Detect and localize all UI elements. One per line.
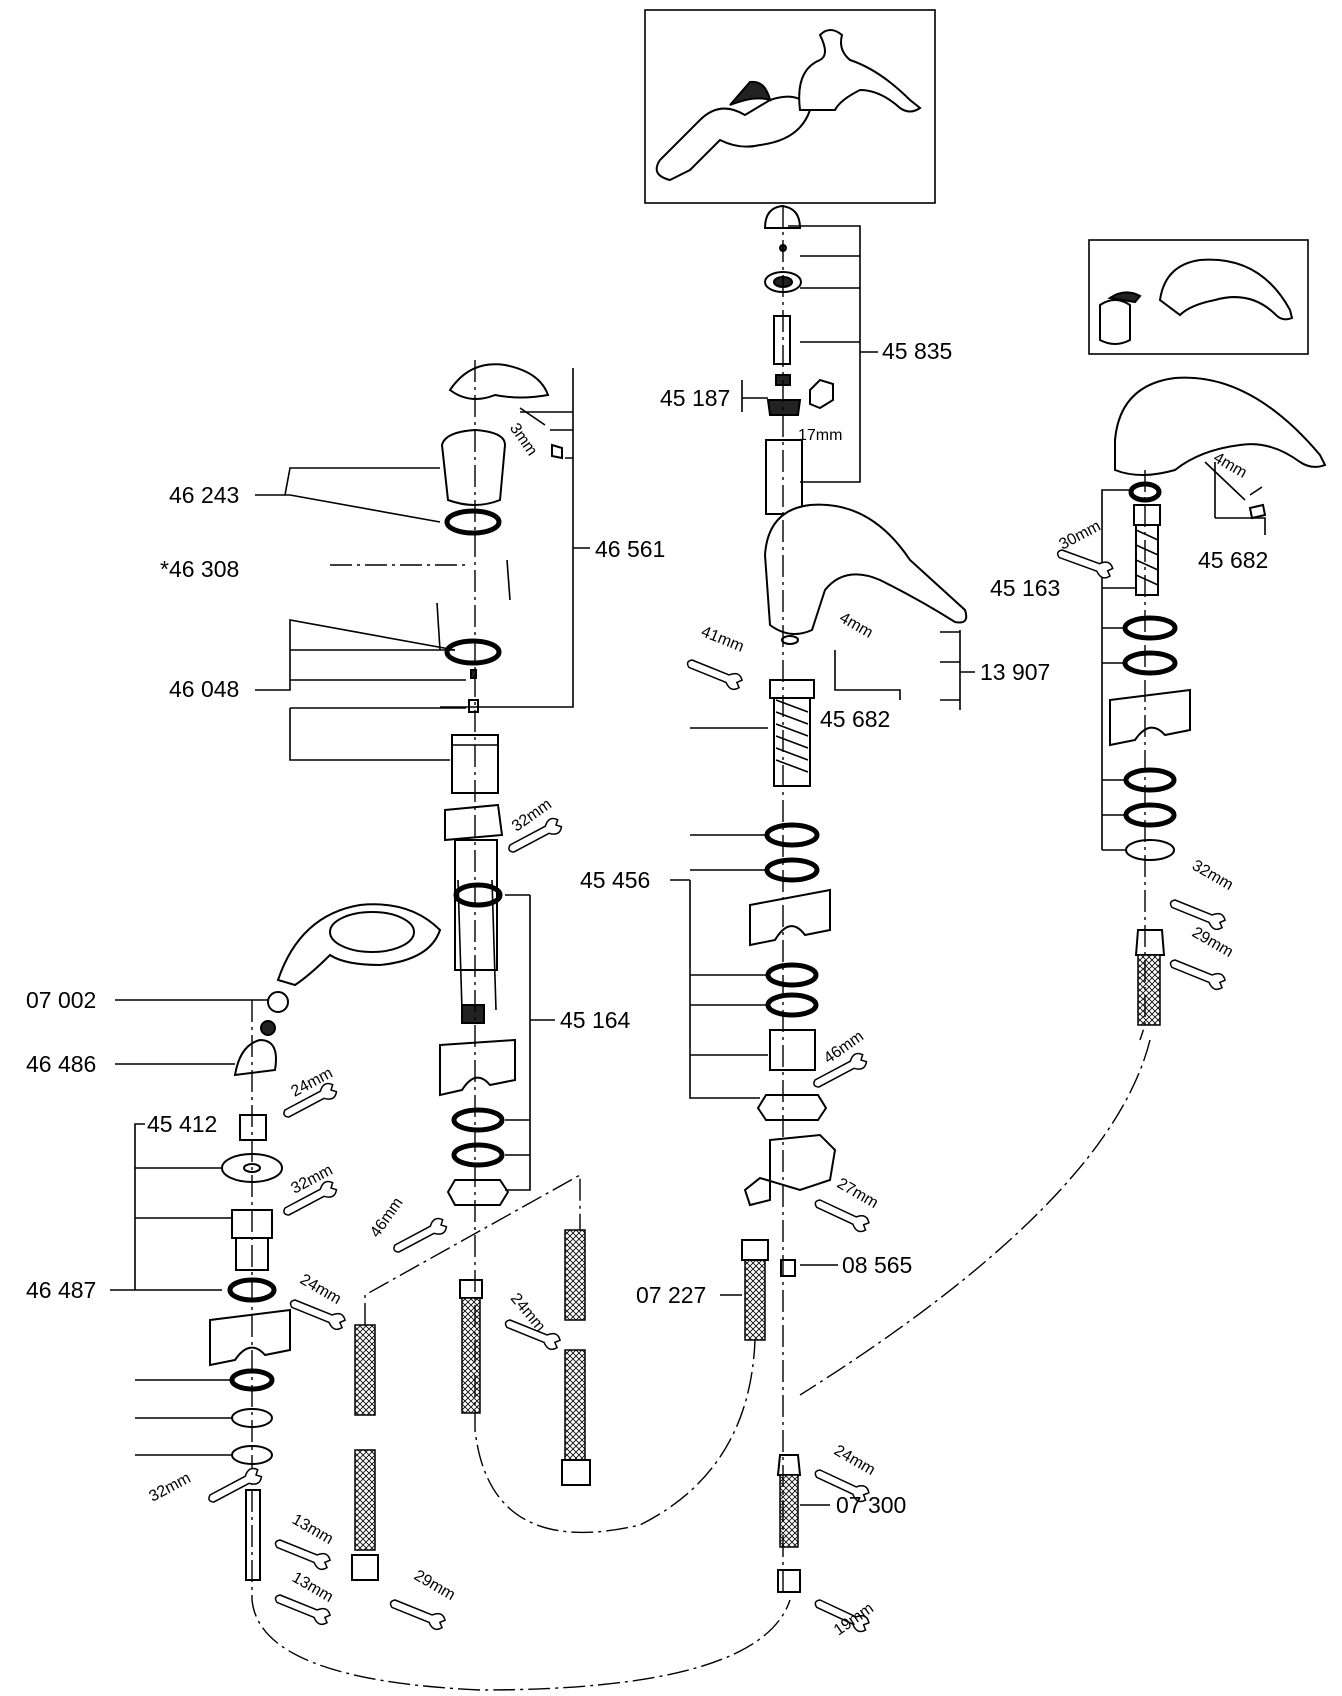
part-label-45682-right: 45 682 [1198, 547, 1269, 573]
part-label-07227: 07 227 [636, 1282, 707, 1308]
faucet-inset-icon [644, 9, 936, 204]
part-label-45835: 45 835 [882, 338, 953, 364]
part-label-13907: 13 907 [980, 659, 1051, 685]
mixer-lever-assembly [436, 363, 563, 1414]
assembly-centre-lines [251, 205, 1151, 1691]
wrench-size-17mm: 17mm [798, 427, 843, 444]
part-label-46243: 46 243 [169, 482, 240, 508]
part-label-46487: 46 487 [26, 1277, 97, 1303]
part-label-46486: 46 486 [26, 1051, 97, 1077]
hand-shower-assembly [209, 903, 442, 1581]
leader-lines [110, 225, 1266, 1506]
part-label-45164: 45 164 [560, 1007, 631, 1033]
part-label-45163: 45 163 [990, 575, 1061, 601]
part-label-07002: 07 002 [26, 987, 97, 1013]
part-label-45682-centre: 45 682 [820, 706, 891, 732]
part-label-08565: 08 565 [842, 1252, 913, 1278]
part-label-46048: 46 048 [169, 676, 240, 702]
centre-spout-assembly [743, 204, 968, 1593]
part-label-45187: 45 187 [660, 385, 731, 411]
part-label-45412: 45 412 [147, 1111, 218, 1137]
part-label-45456: 45 456 [580, 867, 651, 893]
part-label-46561: 46 561 [595, 536, 666, 562]
right-spout-assembly [1109, 376, 1327, 1026]
part-label-46308: *46 308 [160, 556, 240, 582]
spout-inset-icon [1088, 239, 1309, 355]
connection-hoses [351, 1229, 769, 1581]
part-label-07300: 07 300 [836, 1492, 907, 1518]
